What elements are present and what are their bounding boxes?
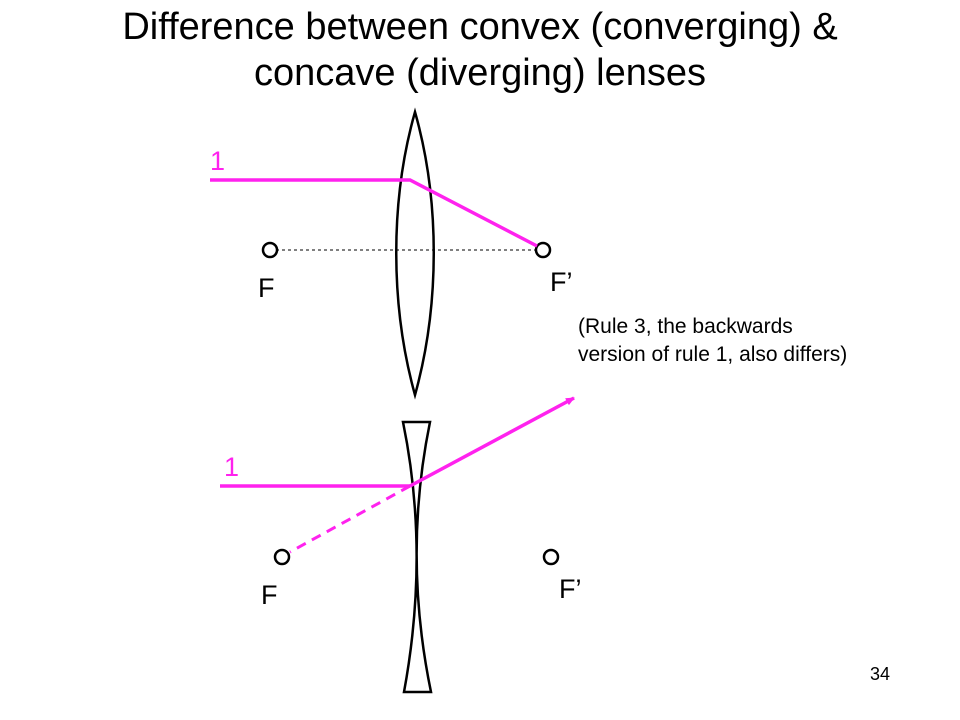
concave-focal-label-left: F [261,580,278,610]
slide-number: 34 [870,664,891,684]
slide-title-line-2: concave (diverging) lenses [253,52,706,94]
rule-3-note: (Rule 3, the backwards version of rule 1… [578,313,847,369]
convex-refracted-ray [210,178,538,248]
concave-focal-point-left [273,548,291,566]
convex-ray-label: 1 [210,146,225,176]
slide-title-line-1: Difference between convex (converging) & [122,6,838,48]
convex-focal-point-left [261,241,279,259]
convex-focal-label-left: F [258,273,275,303]
convex-lens [395,107,435,400]
convex-focal-label-right: F’ [550,267,573,297]
concave-lens-group: 1 F F’ [220,396,582,694]
rule-3-note-line-1: (Rule 3, the backwards [578,315,793,338]
convex-lens-group: 1 F F’ [210,107,573,400]
concave-ray-label: 1 [224,452,239,482]
concave-virtual-ray-extension [289,484,411,554]
concave-focal-point-right [542,548,560,566]
concave-focal-label-right: F’ [559,574,582,604]
rule-3-note-line-2: version of rule 1, also differs) [578,343,848,366]
slide-title: Difference between convex (converging) &… [0,4,960,96]
concave-lens [401,420,433,694]
concave-refracted-ray-arrow [409,396,575,488]
convex-focal-point-right [534,241,552,259]
